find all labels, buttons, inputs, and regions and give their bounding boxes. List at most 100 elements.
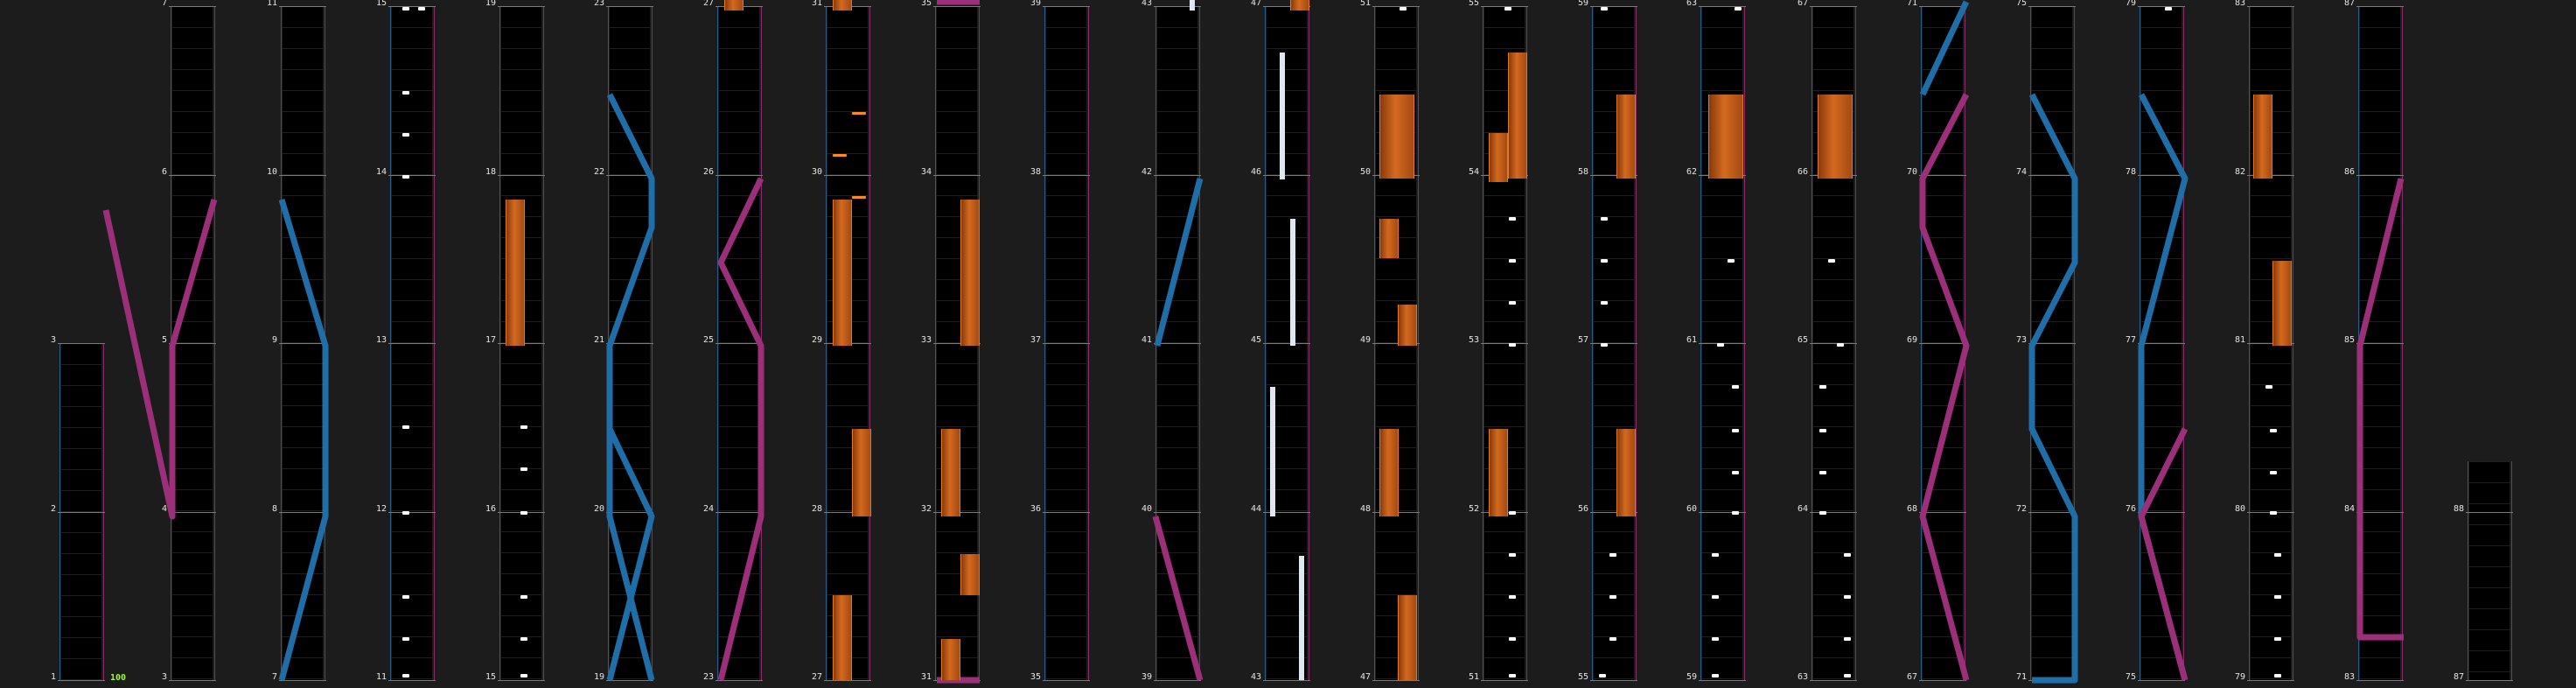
measure-line <box>2466 680 2513 681</box>
hold-note <box>2272 261 2292 346</box>
grid-line <box>1594 678 1634 679</box>
grid-line <box>1813 678 1853 679</box>
tap-note <box>2274 674 2281 677</box>
grid-line <box>827 468 868 469</box>
grid-line <box>937 363 977 364</box>
grid-line <box>610 153 650 154</box>
grid-line <box>2251 27 2291 28</box>
grid-line <box>2360 132 2400 133</box>
grid-line <box>501 27 541 28</box>
grid-line <box>719 258 759 259</box>
measure-number: 64 <box>1797 503 1808 514</box>
grid-line <box>1267 195 1307 196</box>
grid-line <box>1923 636 1963 637</box>
measure-number: 80 <box>2234 503 2245 514</box>
grid-line <box>392 258 432 259</box>
tap-note <box>1509 674 1516 677</box>
grid-line <box>827 48 868 49</box>
measure-number: 32 <box>920 503 932 514</box>
hold-note <box>1379 429 1399 516</box>
measure-number: 38 <box>1030 166 1041 177</box>
grid-line <box>1484 237 1525 238</box>
grid-line <box>719 90 759 91</box>
measure-line <box>58 343 105 344</box>
grid-line <box>1267 510 1307 511</box>
measure-line <box>2356 174 2404 176</box>
tap-note <box>520 674 527 677</box>
grid-line <box>2141 27 2182 28</box>
measure-line <box>498 680 545 681</box>
grid-line <box>2141 90 2182 91</box>
grid-line <box>392 468 432 469</box>
tap-note <box>1717 343 1724 347</box>
grid-line <box>937 279 977 280</box>
measure-number: 43 <box>1250 672 1261 682</box>
grid-line <box>2251 447 2291 448</box>
grid-line <box>1484 300 1525 301</box>
hold-note <box>941 429 960 516</box>
grid-line <box>610 69 650 70</box>
grid-line <box>719 552 759 553</box>
grid-line <box>1157 237 1197 238</box>
measure-number: 36 <box>1030 503 1041 514</box>
grid-line <box>827 426 868 427</box>
measure-line <box>1919 6 1966 7</box>
grid-line <box>1923 489 1963 490</box>
grid-line <box>2360 321 2400 322</box>
measure-line <box>933 343 981 344</box>
grid-line <box>937 426 977 427</box>
grid-line <box>501 90 541 91</box>
hold-note <box>833 595 852 680</box>
measure-number: 28 <box>811 503 822 514</box>
measure-line <box>2247 343 2294 344</box>
tap-note <box>402 7 409 11</box>
measure-number: 87 <box>2343 0 2355 8</box>
grid-line <box>172 447 213 448</box>
grid-line <box>937 531 977 532</box>
grid-line <box>1267 258 1307 259</box>
grid-line <box>2469 628 2510 630</box>
grid-line <box>172 111 213 112</box>
measure-line <box>279 6 326 7</box>
grid-line <box>2141 111 2182 112</box>
grid-line <box>937 195 977 196</box>
grid-line <box>1157 111 1197 112</box>
grid-line <box>827 363 868 364</box>
grid-line <box>1702 531 1742 532</box>
grid-line <box>283 615 323 616</box>
grid-line <box>1813 405 1853 406</box>
measure-number: 76 <box>2125 503 2136 514</box>
grid-line <box>2469 481 2510 483</box>
grid-line <box>1157 216 1197 217</box>
grid-line <box>1046 300 1086 301</box>
grid-line <box>937 552 977 553</box>
grid-line <box>1813 195 1853 196</box>
hold-note <box>1489 429 1508 516</box>
grid-line <box>610 468 650 469</box>
grid-line <box>1813 27 1853 28</box>
grid-line <box>1376 321 1416 322</box>
grid-line <box>392 615 432 616</box>
measure-number: 43 <box>1141 0 1152 8</box>
measure-number: 4 <box>161 503 167 514</box>
grid-line <box>719 405 759 406</box>
measure-number: 71 <box>1906 0 1917 8</box>
tap-note <box>418 7 425 11</box>
grid-line <box>2032 258 2072 259</box>
combo-counter: 100 <box>110 673 127 683</box>
measure-line <box>1919 680 1966 681</box>
long-note <box>1270 387 1275 516</box>
tap-note <box>1844 595 1851 599</box>
grid-line <box>392 489 432 490</box>
grid-line <box>1813 216 1853 217</box>
grid-line <box>1046 489 1086 490</box>
hold-note <box>506 200 525 346</box>
tap-note <box>2274 637 2281 641</box>
grid-line <box>172 321 213 322</box>
grid-line <box>283 594 323 595</box>
grid-line <box>2469 565 2510 567</box>
grid-line <box>2360 384 2400 385</box>
measure-number: 34 <box>920 166 932 177</box>
grid-line <box>1267 237 1307 238</box>
grid-line <box>1594 342 1634 343</box>
